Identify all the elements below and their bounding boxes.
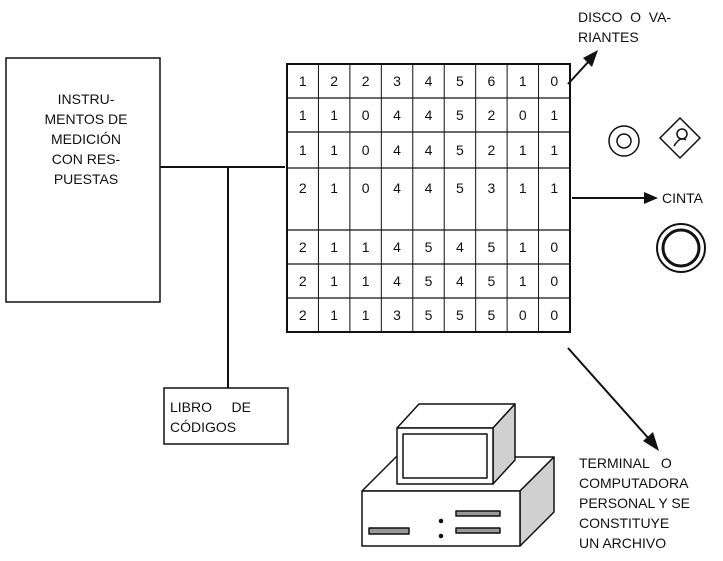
matrix-cell: 1 <box>519 73 527 89</box>
matrix-cell: 4 <box>425 180 433 196</box>
matrix-cell: 4 <box>393 239 401 255</box>
matrix-border <box>287 64 570 332</box>
matrix-cell: 1 <box>362 307 370 323</box>
matrix-cell: 1 <box>362 239 370 255</box>
matrix-cell: 1 <box>550 107 558 123</box>
matrix-cell: 6 <box>487 73 495 89</box>
instruments-line-2: MENTOS DE <box>45 111 128 127</box>
matrix-cell: 0 <box>519 107 527 123</box>
matrix-cell: 0 <box>519 307 527 323</box>
data-matrix: 1 2 2 3 4 5 6 1 0 1 1 0 4 4 5 2 0 1 1 1 0 4 4 5 2 1 1 2 1 0 4 4 5 3 1 1 2 1 1 4… <box>287 64 570 332</box>
matrix-cell: 0 <box>550 73 558 89</box>
matrix-cell: 5 <box>487 273 495 289</box>
matrix-cell: 1 <box>299 142 307 158</box>
matrix-cell: 1 <box>330 142 338 158</box>
matrix-cell: 0 <box>550 307 558 323</box>
matrix-cell: 1 <box>550 142 558 158</box>
matrix-cell: 4 <box>393 142 401 158</box>
instruments-line-3: MEDICIÓN <box>51 131 121 147</box>
disk-output: DISCO O VA- RIANTES <box>568 9 700 158</box>
instruments-line-1: INSTRU- <box>58 91 115 107</box>
matrix-cell: 4 <box>456 273 464 289</box>
codebook-box: LIBRO DE CÓDIGOS <box>164 388 288 444</box>
matrix-cell: 1 <box>330 107 338 123</box>
matrix-cell: 1 <box>519 180 527 196</box>
disk-icon <box>609 126 639 156</box>
instruments-box: INSTRU- MENTOS DE MEDICIÓN CON RES- PUES… <box>6 58 160 302</box>
diskette-icon <box>660 118 700 158</box>
matrix-cell: 1 <box>299 73 307 89</box>
tape-output: CINTA <box>572 190 705 272</box>
matrix-cell: 5 <box>456 73 464 89</box>
tape-arrowhead <box>644 192 658 204</box>
matrix-cell: 5 <box>456 142 464 158</box>
matrix-cell: 2 <box>487 107 495 123</box>
matrix-cell: 4 <box>393 273 401 289</box>
computer-icon <box>362 404 554 546</box>
matrix-cell: 1 <box>330 239 338 255</box>
computer-label-line-2: COMPUTADORA <box>579 475 689 491</box>
matrix-cell: 5 <box>487 239 495 255</box>
matrix-cell: 5 <box>487 307 495 323</box>
computer-label-line-5: UN ARCHIVO <box>579 535 666 551</box>
computer-label-line-3: PERSONAL Y SE <box>579 495 690 511</box>
disk-label-line-1: DISCO O VA- <box>578 9 671 25</box>
matrix-cell: 5 <box>425 307 433 323</box>
instruments-line-4: CON RES- <box>52 151 121 167</box>
matrix-cell: 2 <box>330 73 338 89</box>
matrix-cell: 2 <box>299 239 307 255</box>
tape-label: CINTA <box>662 190 704 206</box>
matrix-cell: 1 <box>362 273 370 289</box>
matrix-cell: 5 <box>456 180 464 196</box>
matrix-cell: 1 <box>519 142 527 158</box>
matrix-cell: 4 <box>456 239 464 255</box>
instruments-line-5: PUESTAS <box>54 171 118 187</box>
matrix-cell: 2 <box>487 142 495 158</box>
matrix-cell: 4 <box>425 107 433 123</box>
tape-reel-icon <box>657 224 705 272</box>
matrix-cell: 0 <box>550 239 558 255</box>
matrix-cell: 4 <box>393 180 401 196</box>
connector-lines <box>160 167 285 388</box>
computer-output: TERMINAL O COMPUTADORA PERSONAL Y SE CON… <box>362 348 690 551</box>
matrix-cell: 2 <box>299 307 307 323</box>
computer-label-line-1: TERMINAL O <box>579 455 672 471</box>
matrix-cell: 0 <box>362 107 370 123</box>
matrix-cell: 3 <box>393 307 401 323</box>
matrix-cell: 1 <box>519 239 527 255</box>
matrix-cell: 2 <box>299 180 307 196</box>
matrix-cell: 5 <box>456 107 464 123</box>
matrix-cell: 3 <box>487 180 495 196</box>
codebook-line-1: LIBRO DE <box>170 399 251 415</box>
matrix-cell: 0 <box>362 142 370 158</box>
matrix-cell: 1 <box>550 180 558 196</box>
matrix-cell: 0 <box>362 180 370 196</box>
matrix-cell: 1 <box>330 307 338 323</box>
codebook-line-2: CÓDIGOS <box>170 419 236 435</box>
matrix-cell: 5 <box>425 273 433 289</box>
matrix-cell: 1 <box>299 107 307 123</box>
matrix-cell: 5 <box>425 239 433 255</box>
disk-label-line-2: RIANTES <box>578 29 639 45</box>
matrix-cell: 2 <box>299 273 307 289</box>
matrix-cell: 0 <box>550 273 558 289</box>
matrix-cell: 4 <box>425 142 433 158</box>
matrix-cell: 4 <box>425 73 433 89</box>
matrix-cell: 3 <box>393 73 401 89</box>
matrix-cell: 2 <box>362 73 370 89</box>
matrix-cell: 1 <box>519 273 527 289</box>
matrix-cell: 4 <box>393 107 401 123</box>
matrix-cell: 1 <box>330 180 338 196</box>
matrix-cell: 1 <box>330 273 338 289</box>
matrix-cell: 5 <box>456 307 464 323</box>
computer-label-line-4: CONSTITUYE <box>579 515 669 531</box>
